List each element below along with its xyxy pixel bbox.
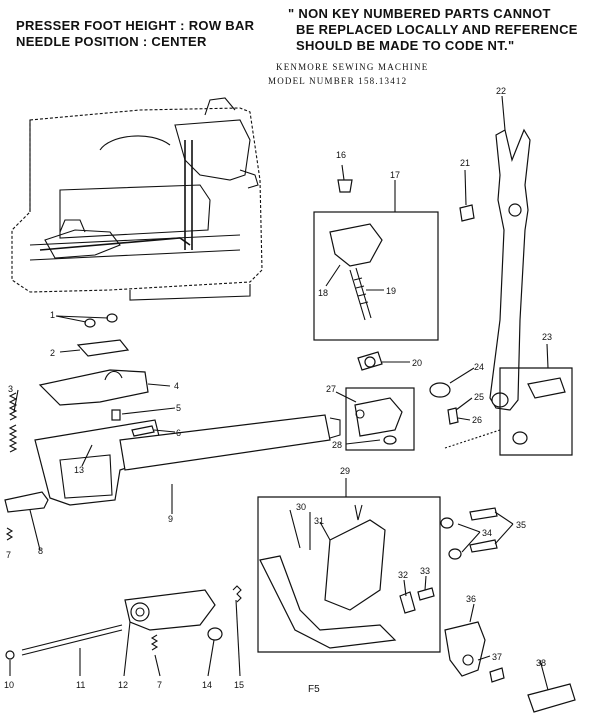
part-label-8: 8	[38, 546, 43, 556]
part-label-27: 27	[326, 384, 336, 394]
part-label-16: 16	[336, 150, 346, 160]
part-label-3: 3	[8, 384, 13, 394]
part-label-29: 29	[340, 466, 350, 476]
bracket-36-assembly	[444, 621, 576, 713]
part-label-24: 24	[474, 362, 484, 372]
part-label-35: 35	[516, 520, 526, 530]
part-label-7-lower: 7	[157, 680, 162, 690]
part-label-11: 11	[76, 680, 85, 690]
part-label-25: 25	[474, 392, 484, 402]
presser-bar-assembly	[4, 313, 341, 660]
part-label-12: 12	[118, 680, 128, 690]
part-label-34: 34	[482, 528, 492, 538]
part-label-21: 21	[460, 158, 470, 168]
part-label-20: 20	[412, 358, 422, 368]
part-label-17: 17	[390, 170, 400, 180]
part-label-2: 2	[50, 348, 55, 358]
needle-position-note: NEEDLE POSITION : CENTER	[16, 34, 207, 49]
lever-22	[489, 128, 531, 411]
part-label-37: 37	[492, 652, 502, 662]
part-label-26: 26	[472, 415, 482, 425]
part-label-14: 14	[202, 680, 212, 690]
box-27-assembly	[345, 382, 459, 451]
machine-outline	[11, 107, 263, 301]
part-label-1: 1	[50, 310, 55, 320]
parts-note-line-1: " NON KEY NUMBERED PARTS CANNOT	[288, 6, 551, 21]
part-label-10: 10	[4, 680, 14, 690]
part-label-31: 31	[314, 516, 324, 526]
screw-20	[357, 351, 383, 371]
part-label-36: 36	[466, 594, 476, 604]
box-17-assembly	[313, 179, 439, 341]
part-label-22: 22	[496, 86, 506, 96]
part-label-19: 19	[386, 286, 396, 296]
part-label-15: 15	[234, 680, 244, 690]
part-label-28: 28	[332, 440, 342, 450]
part-label-5: 5	[176, 403, 181, 413]
model-title: KENMORE SEWING MACHINE	[276, 62, 429, 72]
parts-note-line-2: BE REPLACED LOCALLY AND REFERENCE	[296, 22, 578, 37]
model-number: MODEL NUMBER 158.13412	[268, 76, 408, 86]
nut-21	[459, 204, 475, 222]
parts-note-line-3: SHOULD BE MADE TO CODE NT."	[296, 38, 515, 53]
part-label-32: 32	[398, 570, 408, 580]
presser-foot-height-note: PRESSER FOOT HEIGHT : ROW BAR	[16, 18, 255, 33]
part-label-33: 33	[420, 566, 430, 576]
leader-lines	[9, 95, 549, 691]
part-label-30: 30	[296, 502, 306, 512]
part-label-7: 7	[6, 550, 11, 560]
part-label-9: 9	[168, 514, 173, 524]
part-label-18: 18	[318, 288, 328, 298]
page-code: F5	[308, 684, 320, 695]
box-29-assembly	[257, 496, 498, 653]
needle-bar-mechanism	[39, 97, 259, 259]
part-label-4: 4	[174, 381, 179, 391]
box-23-assembly	[444, 367, 573, 456]
part-label-23: 23	[542, 332, 552, 342]
part-label-6: 6	[176, 428, 181, 438]
part-label-38: 38	[536, 658, 546, 668]
part-label-13: 13	[74, 465, 84, 475]
part-labels: 1 2 3 4 5 6 7 8 9 10 11 12 7 13 14 15 16…	[4, 86, 552, 695]
